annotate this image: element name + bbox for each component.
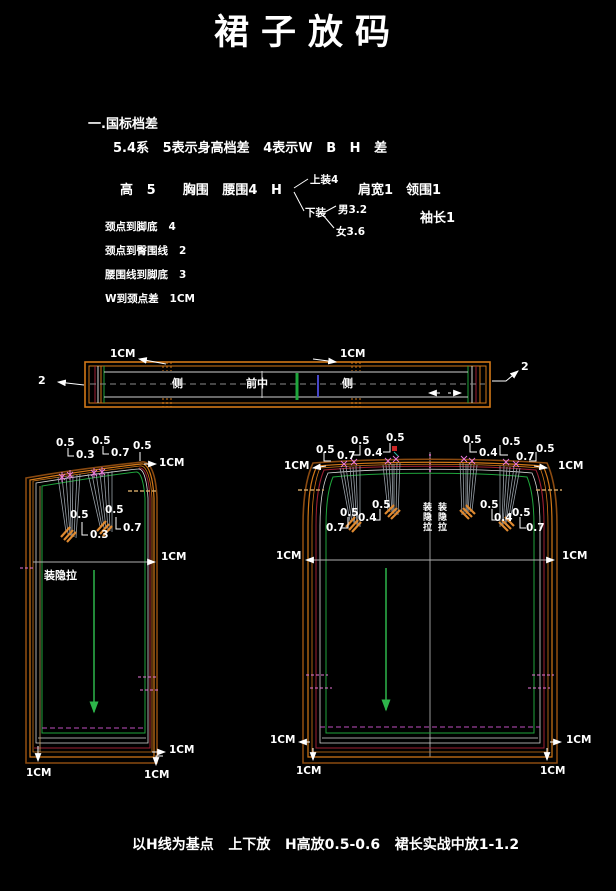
zipper-note: 装隐拉 xyxy=(44,569,77,582)
cm-label: 1CM xyxy=(270,734,296,746)
center-back-note: 装隐拉 xyxy=(421,502,431,532)
detail-line: 颈点到臀围线 2 xyxy=(105,245,187,257)
grade-label: 0.5 xyxy=(340,507,359,519)
front-dart-tips xyxy=(60,520,113,543)
notes-heading: 一.国标档差 xyxy=(88,117,158,132)
side-label: 侧 xyxy=(172,377,183,390)
grade-label: 0.5 xyxy=(70,509,89,521)
back-skirt-outline xyxy=(298,446,562,764)
grade-label: 0.5 xyxy=(351,435,370,447)
cm-label: 1CM xyxy=(540,765,566,777)
grade-label: 0.4 xyxy=(358,512,377,524)
neck-label: 领围1 xyxy=(406,183,442,198)
cm-label: 1CM xyxy=(276,550,302,562)
cm-label: 1CM xyxy=(340,348,366,360)
grade-label: 0.7 xyxy=(326,522,345,534)
notes-branch-lines xyxy=(293,178,337,229)
grade-label: 0.5 xyxy=(386,432,405,444)
cm-label: 1CM xyxy=(144,769,170,781)
back-skirt-annotation-lines xyxy=(297,443,563,762)
grade-label: 0.7 xyxy=(337,450,356,462)
notes-line2: 5.4系 5表示身高档差 4表示W B H 差 xyxy=(113,141,388,156)
grade-label: 0.5 xyxy=(105,504,124,516)
grade-label: 0.4 xyxy=(494,512,513,524)
seam-allowance-label: 2 xyxy=(521,360,529,373)
detail-line: 颈点到脚底 4 xyxy=(105,221,176,233)
side-label: 侧 xyxy=(342,377,353,390)
grade-label: 0.5 xyxy=(372,499,391,511)
cm-label: 1CM xyxy=(159,457,185,469)
waistband-drawing xyxy=(56,357,519,408)
back-skirt-darts xyxy=(339,462,521,527)
grade-label: 0.5 xyxy=(316,444,335,456)
detail-line: W到颈点差 1CM xyxy=(105,293,196,305)
grade-label: 0.5 xyxy=(133,440,152,452)
cm-label: 1CM xyxy=(284,460,310,472)
shoulder-label: 肩宽1 xyxy=(358,183,394,198)
detail-line: 腰围线到脚底 3 xyxy=(105,269,187,281)
branch-male-label: 男3.2 xyxy=(338,204,368,216)
grade-label: 0.5 xyxy=(92,435,111,447)
cm-label: 1CM xyxy=(296,765,322,777)
grade-label: 0.7 xyxy=(111,447,130,459)
sleeve-label: 袖长1 xyxy=(420,211,456,226)
grade-label: 0.3 xyxy=(90,529,109,541)
front-skirt-annotation-lines xyxy=(33,446,167,767)
back-waist-pink-marks xyxy=(340,455,520,468)
grade-label: 0.5 xyxy=(480,499,499,511)
size-diff-row: 高 5 胸围 腰围4 H xyxy=(120,183,282,198)
footer-note: 以H线为基点 上下放 H高放0.5-0.6 裙长实战中放1-1.2 xyxy=(132,837,520,853)
cm-label: 1CM xyxy=(558,460,584,472)
grade-label: 0.5 xyxy=(512,507,531,519)
grade-label: 0.3 xyxy=(76,449,95,461)
page-title: 裙子放码 xyxy=(213,13,402,53)
seam-allowance-label: 2 xyxy=(38,374,46,387)
cm-label: 1CM xyxy=(562,550,588,562)
cm-label: 1CM xyxy=(110,348,136,360)
center-back-note: 装隐拉 xyxy=(436,502,446,532)
cm-label: 1CM xyxy=(26,767,52,779)
grade-label: 0.5 xyxy=(463,434,482,446)
cm-label: 1CM xyxy=(566,734,592,746)
grade-label: 0.5 xyxy=(502,436,521,448)
front-skirt-darts xyxy=(57,471,113,539)
center-front-label: 前中 xyxy=(246,377,268,390)
front-waist-pink-marks xyxy=(20,467,106,569)
grade-label: 0.7 xyxy=(516,451,535,463)
grade-label: 0.4 xyxy=(479,447,498,459)
cm-label: 1CM xyxy=(161,551,187,563)
branch-top-label: 上装4 xyxy=(310,174,339,186)
grade-label: 0.5 xyxy=(56,437,75,449)
grade-label: 0.7 xyxy=(123,522,142,534)
grade-label: 0.7 xyxy=(526,522,545,534)
cm-label: 1CM xyxy=(169,744,195,756)
branch-bottom-label: 下装 xyxy=(305,207,326,219)
branch-female-label: 女3.6 xyxy=(336,226,366,238)
grade-label: 0.4 xyxy=(364,447,383,459)
front-skirt-outline xyxy=(25,461,158,764)
grade-label: 0.5 xyxy=(536,443,555,455)
